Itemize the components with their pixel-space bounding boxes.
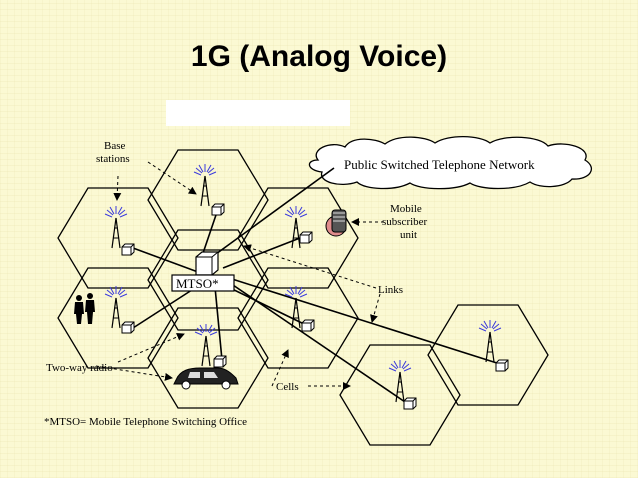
cell-center xyxy=(147,229,269,331)
cells-label: Cells xyxy=(276,381,299,393)
mtso-building xyxy=(171,251,235,292)
tower-far-bottom xyxy=(388,359,412,403)
tower-far-right xyxy=(478,319,502,363)
mtso-label: MTSO* xyxy=(176,276,219,291)
base-box-top xyxy=(211,203,225,216)
cell-upper-left xyxy=(57,187,179,289)
base-box-lower-right xyxy=(301,319,315,332)
links xyxy=(132,167,501,405)
cell-top xyxy=(147,149,269,251)
links-label: Links xyxy=(378,284,403,296)
cell-bottom xyxy=(147,307,269,409)
people-icon xyxy=(74,293,95,324)
base-box-lower-left xyxy=(121,321,135,334)
label-arrows xyxy=(95,161,384,390)
mobile-label-line1: Mobile xyxy=(390,203,422,215)
hexagon-cells xyxy=(57,149,549,446)
white-strip xyxy=(166,100,350,126)
cell-far-right xyxy=(427,304,549,406)
footnote: *MTSO= Mobile Telephone Switching Office xyxy=(44,416,248,428)
two-way-radio-label: Two-way radio xyxy=(46,362,113,374)
cell-far-bottom xyxy=(339,344,461,446)
base-box-upper-left xyxy=(121,243,135,256)
tower-upper-left xyxy=(104,205,128,249)
mobile-label-line3: unit xyxy=(400,229,417,241)
base-stations-label-line2: stations xyxy=(96,153,130,165)
car-icon xyxy=(173,367,239,390)
slide-title: 1G (Analog Voice) xyxy=(190,40,448,73)
base-stations-label-line1: Base xyxy=(104,140,126,152)
base-box-far-right xyxy=(495,359,509,372)
mobile-label-line2: subscriber xyxy=(382,216,428,228)
pstn-cloud xyxy=(308,135,592,190)
tower-top xyxy=(193,163,217,207)
cell-lower-right xyxy=(237,267,359,369)
base-box-upper-right xyxy=(299,231,313,244)
cell-lower-left xyxy=(57,267,179,369)
pstn-label: Public Switched Telephone Network xyxy=(344,157,535,172)
tower-lower-left xyxy=(104,285,128,329)
mobile-phone-icon xyxy=(325,209,347,237)
base-box-far-bottom xyxy=(403,397,417,410)
base-box-bottom xyxy=(213,355,227,368)
